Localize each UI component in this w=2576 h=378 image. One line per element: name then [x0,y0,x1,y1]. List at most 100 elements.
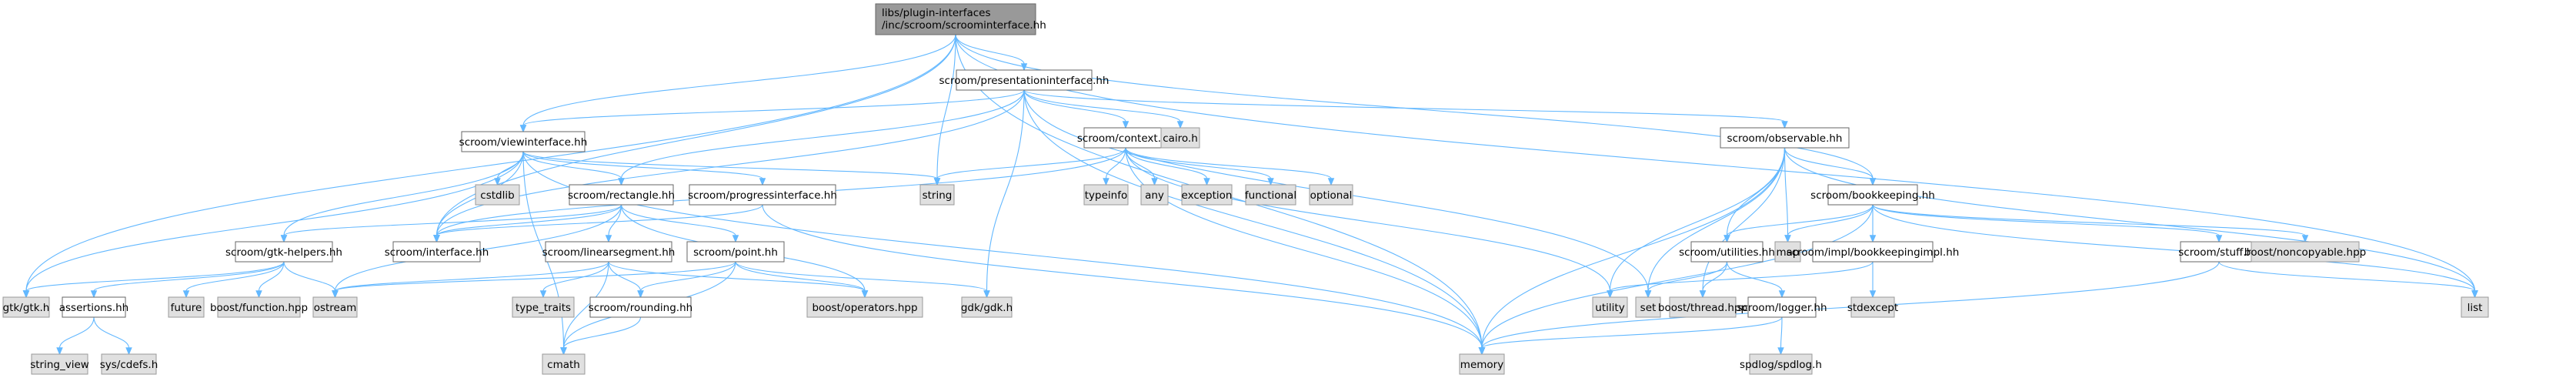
edge-arrowhead-icon [1267,178,1274,186]
node-label: any [1145,189,1164,202]
node-label: scroom/impl/bookkeepingimpl.hh [1787,246,1960,259]
node-label: map [1777,246,1800,259]
edge-line [1481,316,1783,349]
edge-line [1125,147,1611,292]
edge-point-to-rounding [637,261,736,299]
edge-arrowhead-icon [1781,121,1788,129]
edge-arrowhead-icon [1151,178,1158,186]
node-label: scroom/rounding.hh [589,302,692,314]
edge-line [522,151,622,179]
edge-line [986,89,1025,292]
node-typeinfo: typeinfo [1083,184,1129,206]
edge-line [1125,147,1272,179]
edge-arrowhead-icon [2471,290,2478,299]
node-box [235,241,333,263]
edge-arrowhead-icon [182,290,190,299]
node-string: string [919,184,955,206]
node-utility: utility [1592,296,1628,318]
edge-line [620,89,1025,179]
edge-bookkeepingimpl-to-stdexcept [1869,262,1877,299]
node-label: cmath [547,359,580,371]
node-point[interactable]: scroom/point.hh [686,241,785,263]
edge-line [435,204,622,236]
node-linearsegment[interactable]: scroom/linearsegment.hh [542,241,676,263]
node-gtkhelpers[interactable]: scroom/gtk-helpers.hh [225,241,342,263]
edge-line [955,34,1025,65]
edge-arrowhead-icon [125,347,132,356]
node-bookkeeping[interactable]: scroom/bookkeeping.hh [1810,184,1935,206]
node-rectangle[interactable]: scroom/rectangle.hh [568,184,675,206]
node-spdlog: spdlog/spdlog.h [1740,353,1822,375]
node-box [569,184,674,206]
edge-bookkeeping-to-memory [1478,204,1874,356]
edge-line [2218,261,2476,292]
edge-line [1726,147,1786,236]
edge-viewinterface-to-progressinterface [522,151,766,186]
node-optional: optional [1309,184,1353,206]
node-label: scroom/interface.hh [385,246,489,259]
edge-line [1125,147,1208,179]
node-future: future [168,296,205,318]
edge-arrowhead-icon [22,290,30,299]
edge-arrowhead-icon [618,178,625,186]
node-logger[interactable]: scroom/logger.hh [1737,296,1827,318]
edge-gtkhelpers-to-future [182,261,285,299]
edge-line [1784,147,1874,179]
node-box [1774,241,1801,263]
node-syscdefs: sys/cdefs.h [100,353,158,375]
edge-root-to-bookkeeping [955,34,1877,186]
node-stuff[interactable]: scroom/stuff.hh [2178,241,2260,263]
node-bookkeepingimpl[interactable]: scroom/impl/bookkeepingimpl.hh [1787,241,1960,263]
edge-line [1023,89,1181,122]
node-assertions[interactable]: assertions.hh [59,296,129,318]
edge-bookkeeping-to-stuff [1872,204,2223,243]
edge-observable-to-bookkeeping [1784,147,1877,186]
node-label: boost/function.hpp [210,302,308,314]
node-label: spdlog/spdlog.h [1740,359,1822,371]
node-presentationinterface[interactable]: scroom/presentationinterface.hh [939,69,1109,91]
edge-line [1481,204,1874,349]
node-box [62,296,126,318]
node-viewinterface[interactable]: scroom/viewinterface.hh [459,131,588,152]
edge-arrowhead-icon [1122,121,1130,129]
node-interface[interactable]: scroom/interface.hh [385,241,489,263]
node-label: scroom/viewinterface.hh [459,136,588,149]
edge-line [562,261,609,349]
edge-bookkeeping-to-noncopyable [1872,204,2309,243]
node-box [1749,353,1813,375]
node-box [1459,353,1505,375]
edge-line [1609,147,1786,292]
node-boostoperators: boost/operators.hpp [806,296,923,318]
node-memory: memory [1459,353,1505,375]
edge-line [1647,147,1786,292]
node-label: scroom/gtk-helpers.hh [225,246,342,259]
node-utilities[interactable]: scroom/utilities.hh [1679,241,1775,263]
edge-point-to-ostream [332,261,736,299]
node-box [1812,241,1934,263]
node-rounding[interactable]: scroom/rounding.hh [589,296,692,318]
node-box [392,241,481,263]
node-progressinterface[interactable]: scroom/progressinterface.hh [688,184,837,206]
node-label: list [2468,302,2483,314]
edge-line [1609,261,1874,292]
edge-arrowhead-icon [1176,121,1184,129]
node-box [512,296,575,318]
edge-observable-to-map [1784,147,1791,243]
edge-arrowhead-icon [637,290,644,299]
node-boostthread: boost/thread.hpp [1658,296,1747,318]
edge-line [1647,261,1728,292]
edge-line [639,261,736,292]
node-label: scroom/linearsegment.hh [542,246,676,259]
node-root[interactable]: libs/plugin-interfaces/inc/scroom/scroom… [875,3,1046,35]
edge-gtkhelpers-to-assertions [90,261,285,299]
edge-presentationinterface-to-cairo [1023,89,1184,129]
edge-line [608,261,642,292]
node-box [1309,184,1353,206]
node-context[interactable]: scroom/context.hh [1077,127,1174,149]
edge-arrowhead-icon [1203,178,1210,186]
node-stdexcept: stdexcept [1847,296,1898,318]
edge-arrowhead-icon [759,178,766,186]
node-observable[interactable]: scroom/observable.hh [1720,127,1850,149]
node-label: future [171,302,202,314]
edge-line [1023,89,1483,349]
